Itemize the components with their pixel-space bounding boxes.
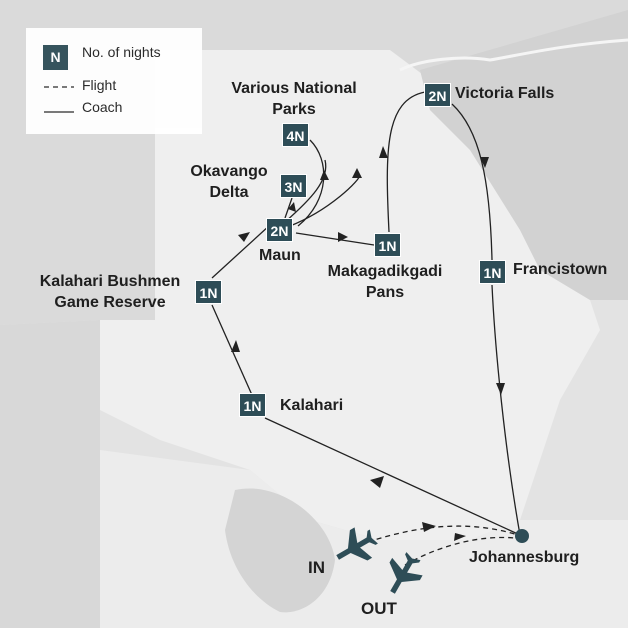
stop-label-victoria-falls: Victoria Falls [455, 85, 555, 102]
stop-label-kalahari-bushmen: Kalahari Bushmen Game Reserve [30, 271, 190, 313]
arrow-mark [454, 533, 466, 541]
arrow-mark [370, 476, 384, 488]
south-region [100, 450, 628, 628]
west-region [0, 320, 100, 628]
label-line: Parks [272, 101, 316, 118]
map-legend: N No. of nights Flight Coach [26, 28, 202, 134]
flight-out [404, 536, 516, 566]
airplane-icon [336, 527, 378, 561]
johannesburg-dot [515, 529, 529, 543]
route-bushmen-maun [211, 224, 271, 279]
route-falls-francistown [451, 103, 493, 261]
route-parks-maun [297, 139, 325, 227]
legend-nights-badge: N [43, 45, 68, 70]
legend-coach-label: Coach [82, 99, 123, 115]
arrow-mark [288, 202, 296, 212]
lesotho-region [225, 488, 335, 613]
label-line: Game Reserve [54, 294, 166, 311]
river [399, 38, 628, 72]
botswana-region [100, 50, 600, 540]
legend-coach-line [44, 111, 74, 113]
route-maun-okavango [284, 197, 293, 219]
route-maun-pans [295, 232, 375, 246]
label-line: Pans [365, 284, 405, 301]
stop-nights-badge: 1N [239, 393, 266, 417]
flight-in [367, 525, 519, 543]
label-line: Various National [231, 80, 357, 97]
arrow-mark [352, 168, 362, 178]
stop-nights-badge: 2N [424, 83, 451, 107]
stop-label-okavango: Okavango Delta [184, 161, 274, 203]
arrow-mark [238, 232, 250, 242]
label-line: Okavango [190, 163, 268, 180]
city-label-johannesburg: Johannesburg [469, 549, 580, 566]
flight-routes [367, 525, 519, 566]
legend-nights-label: No. of nights [82, 44, 161, 60]
airplane-icon [389, 552, 423, 594]
stop-nights-badge: 1N [195, 280, 222, 304]
flight-out-label: OUT [361, 599, 397, 618]
arrow-mark [480, 157, 489, 168]
flight-in-label: IN [308, 558, 325, 577]
stop-nights-badge: 4N [282, 123, 309, 147]
arrow-mark [231, 340, 240, 352]
arrow-mark [496, 383, 505, 395]
stop-label-makgadikgadi: Makagadikgadi Pans [320, 261, 450, 303]
arrow-mark [379, 146, 388, 158]
stop-label-kalahari: Kalahari [280, 397, 344, 414]
stop-nights-badge: 1N [479, 260, 506, 284]
stop-label-various-parks: Various National Parks [224, 78, 364, 120]
route-jnb-kalahari [264, 417, 521, 536]
label-line: Delta [209, 184, 249, 201]
stop-label-francistown: Francistown [513, 261, 608, 278]
route-arrows [231, 146, 505, 488]
label-line: Makagadikgadi [327, 263, 443, 280]
coach-routes [211, 91, 521, 536]
route-maun-parks-a [284, 159, 327, 223]
legend-flight-line [44, 86, 74, 88]
label-line: Kalahari Bushmen [39, 273, 181, 290]
flight-arrows [422, 522, 466, 541]
stop-nights-badge: 2N [266, 218, 293, 242]
stop-label-maun: Maun [259, 247, 301, 264]
route-pans-falls [386, 91, 426, 233]
zimbabwe-region [420, 10, 628, 300]
legend-flight-label: Flight [82, 77, 117, 93]
stop-nights-badge: 3N [280, 174, 307, 198]
arrow-mark [320, 170, 329, 180]
route-francistown-jnb [491, 284, 521, 536]
arrow-mark [338, 232, 348, 242]
stop-nights-badge: 1N [374, 233, 401, 257]
arrow-mark [422, 522, 436, 532]
